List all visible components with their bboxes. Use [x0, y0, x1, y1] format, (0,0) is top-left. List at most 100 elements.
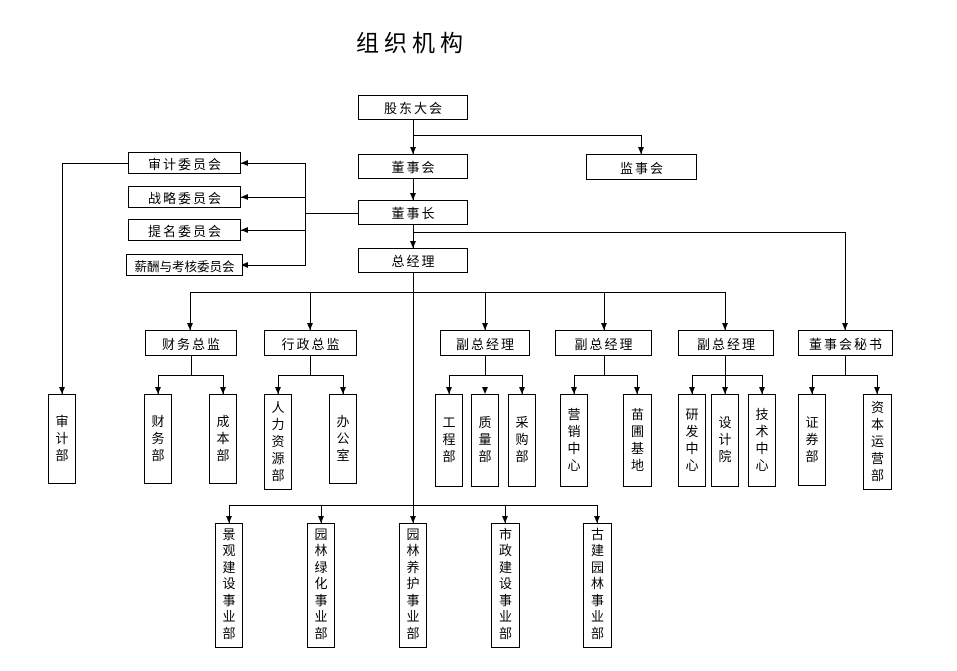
- node-board-secretary: 董事会秘书: [798, 330, 893, 356]
- node-label: 设计院: [718, 416, 732, 465]
- connector-line: [574, 375, 575, 394]
- node-label: 股东大会: [383, 102, 444, 117]
- arrow-down-icon: [340, 387, 346, 394]
- connector-line: [413, 135, 642, 136]
- node-label: 资本运营部: [870, 400, 884, 484]
- connector-line: [725, 292, 726, 330]
- node-municipal-construction-division: 市政建设事业部: [491, 523, 520, 648]
- connector-line: [597, 505, 598, 523]
- connector-line: [604, 292, 605, 330]
- connector-line: [505, 505, 506, 523]
- node-label: 质量部: [478, 416, 492, 465]
- node-finance-dept: 财务部: [144, 394, 172, 484]
- connector-line: [485, 356, 486, 375]
- node-capital-operation-dept: 资本运营部: [863, 394, 892, 490]
- connector-line: [229, 505, 598, 506]
- node-label: 提名委员会: [147, 224, 223, 240]
- node-label: 财务总监: [161, 337, 222, 353]
- page-title: 组织机构: [356, 31, 468, 57]
- node-deputy-gm-1: 副总经理: [440, 330, 530, 356]
- node-office: 办公室: [329, 394, 357, 484]
- arrow-left-icon: [241, 227, 248, 233]
- connector-line: [305, 163, 306, 266]
- node-remuneration-assessment-committee: 薪酬与考核委员会: [126, 254, 243, 276]
- connector-line: [413, 273, 414, 523]
- arrow-left-icon: [241, 262, 248, 268]
- node-label: 景观建设事业部: [222, 527, 236, 642]
- arrow-down-icon: [634, 387, 640, 394]
- node-deputy-gm-2: 副总经理: [555, 330, 652, 356]
- node-admin-director: 行政总监: [264, 330, 357, 356]
- arrow-down-icon: [410, 516, 416, 523]
- node-label: 副总经理: [696, 337, 757, 353]
- node-label: 营销中心: [567, 407, 581, 474]
- connector-line: [574, 375, 638, 376]
- connector-line: [413, 225, 414, 248]
- connector-line: [305, 213, 358, 214]
- arrow-left-icon: [241, 194, 248, 200]
- connector-line: [241, 197, 305, 198]
- arrow-down-icon: [689, 387, 695, 394]
- node-quality-dept: 质量部: [471, 394, 499, 487]
- node-label: 证券部: [805, 415, 819, 465]
- connector-line: [241, 163, 305, 164]
- arrow-down-icon: [482, 323, 488, 330]
- connector-line: [812, 375, 878, 376]
- node-label: 监事会: [619, 161, 665, 177]
- node-ancient-garden-division: 古建园林事业部: [583, 523, 612, 648]
- node-label: 战略委员会: [147, 191, 223, 207]
- node-procurement-dept: 采购部: [508, 394, 536, 487]
- connector-line: [158, 375, 159, 394]
- node-finance-director: 财务总监: [145, 330, 237, 356]
- connector-line: [229, 505, 230, 523]
- arrow-down-icon: [842, 323, 848, 330]
- arrow-down-icon: [482, 387, 488, 394]
- node-shareholders-meeting: 股东大会: [358, 95, 468, 120]
- node-label: 董事长: [391, 207, 437, 222]
- node-label: 行政总监: [281, 337, 342, 353]
- arrow-down-icon: [571, 387, 577, 394]
- connector-line: [191, 356, 192, 375]
- connector-line: [62, 163, 63, 394]
- node-chairman: 董事长: [358, 200, 468, 225]
- node-label: 财务部: [151, 414, 165, 464]
- arrow-down-icon: [638, 147, 644, 154]
- arrow-down-icon: [275, 387, 281, 394]
- node-label: 工程部: [442, 416, 456, 465]
- node-label: 市政建设事业部: [498, 527, 512, 642]
- connector-line: [278, 375, 279, 394]
- arrow-down-icon: [410, 241, 416, 248]
- node-design-institute: 设计院: [711, 394, 739, 487]
- node-deputy-gm-3: 副总经理: [678, 330, 774, 356]
- node-tech-center: 技术中心: [748, 394, 776, 487]
- connector-line: [604, 356, 605, 375]
- connector-line: [522, 375, 523, 394]
- connector-line: [241, 265, 305, 266]
- node-label: 审计部: [55, 414, 69, 464]
- node-nomination-committee: 提名委员会: [128, 219, 241, 241]
- node-garden-maintenance-division: 园林养护事业部: [399, 523, 427, 648]
- arrow-down-icon: [809, 387, 815, 394]
- arrow-down-icon: [410, 147, 416, 154]
- connector-line: [321, 505, 322, 523]
- connector-line: [692, 375, 763, 376]
- node-label: 董事会: [391, 161, 437, 176]
- connector-line: [413, 232, 846, 233]
- connector-line: [449, 375, 523, 376]
- connector-line: [812, 375, 813, 394]
- arrow-down-icon: [307, 323, 313, 330]
- arrow-down-icon: [220, 387, 226, 394]
- node-label: 成本部: [216, 414, 230, 464]
- node-engineering-dept: 工程部: [435, 394, 463, 487]
- arrow-down-icon: [446, 387, 452, 394]
- node-securities-dept: 证券部: [798, 394, 826, 486]
- arrow-down-icon: [155, 387, 161, 394]
- connector-line: [343, 375, 344, 394]
- node-hr-dept: 人力资源部: [264, 394, 292, 490]
- arrow-down-icon: [594, 516, 600, 523]
- connector-line: [413, 120, 414, 154]
- node-board-of-directors: 董事会: [358, 154, 468, 179]
- node-general-manager: 总经理: [358, 248, 468, 273]
- node-landscaping-division: 园林绿化事业部: [307, 523, 335, 648]
